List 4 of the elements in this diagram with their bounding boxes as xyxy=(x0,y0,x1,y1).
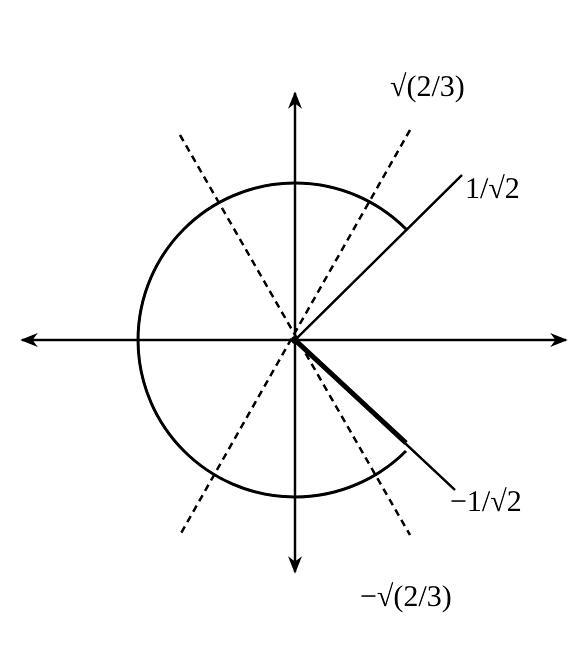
math-label: −1/√2 xyxy=(450,485,522,519)
math-label: 1/√2 xyxy=(465,172,520,206)
math-label: √(2/3) xyxy=(390,70,465,104)
math-label: −√(2/3) xyxy=(360,580,452,614)
